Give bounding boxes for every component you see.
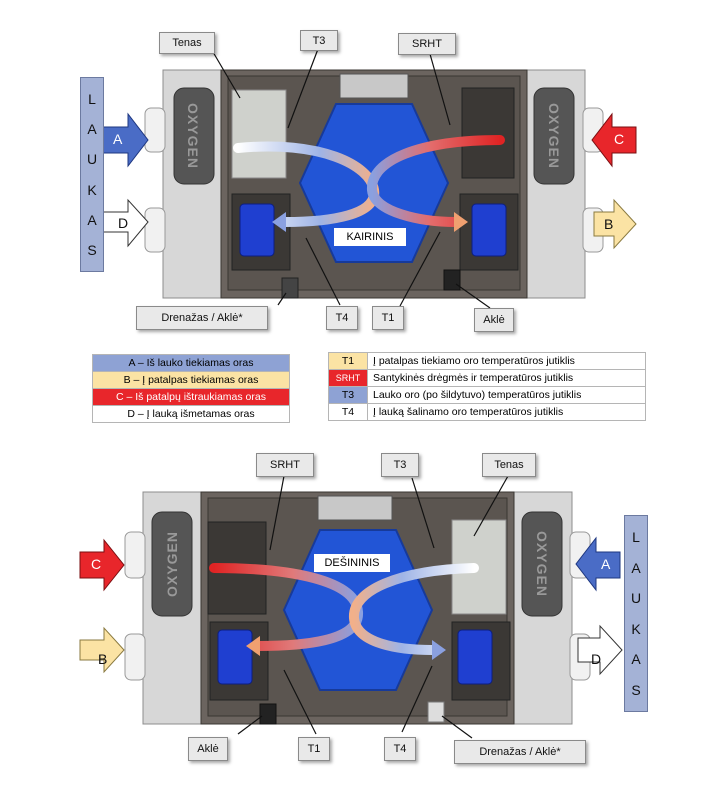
- legend-code-t1: T1: [328, 352, 368, 370]
- callout-akle: Aklė: [474, 308, 514, 332]
- legend-code-srht: SRHT: [328, 369, 368, 387]
- callout-drenazas: Drenažas / Aklė*: [454, 740, 586, 764]
- legend-air-b: B – Į patalpas tiekiamas oras: [92, 371, 290, 389]
- arrow-letter-a: A: [601, 556, 611, 572]
- arrow-letter-c: C: [614, 131, 625, 147]
- callout-t4: T4: [384, 737, 416, 761]
- callout-tenas: Tenas: [159, 32, 215, 54]
- brand-plate-right: [533, 87, 575, 185]
- callout-srht: SRHT: [256, 453, 314, 477]
- laukas-letter: A: [631, 651, 641, 668]
- arrow-b-top: [593, 198, 637, 250]
- callout-tenas: Tenas: [482, 453, 536, 477]
- laukas-label-bottom: L A U K A S: [624, 515, 648, 712]
- legend-text-t3: Lauko oro (po šildytuvo) temperatūros ju…: [367, 386, 646, 404]
- orientation-label: KAIRINIS: [334, 228, 406, 246]
- orientation-label: DEŠININIS: [314, 554, 390, 572]
- arrow-letter-b: B: [604, 216, 614, 232]
- top-unit-drawing: [101, 48, 637, 309]
- legend-text-srht: Santykinės drėgmės ir temperatūros jutik…: [367, 369, 646, 387]
- laukas-letter: U: [86, 151, 98, 168]
- callout-srht: SRHT: [398, 33, 456, 55]
- legend-text-t4: Į lauką šalinamo oro temperatūros jutikl…: [367, 403, 646, 421]
- brand-text: OXYGEN: [164, 531, 180, 597]
- arrow-c-top: [591, 112, 637, 168]
- legend-sensors: T1 Į patalpas tiekiamo oro temperatūros …: [328, 352, 646, 421]
- laukas-letter: K: [87, 181, 97, 198]
- arrow-letter-b: B: [98, 651, 108, 667]
- laukas-letter: A: [631, 559, 641, 576]
- laukas-letter: U: [630, 590, 642, 607]
- arrow-letter-d: D: [118, 215, 129, 231]
- callout-t1: T1: [372, 306, 404, 330]
- brand-text: OXYGEN: [534, 531, 550, 597]
- brand-logo-left: OXYGEN: [152, 512, 192, 616]
- laukas-letter: S: [87, 241, 97, 258]
- callout-t3: T3: [381, 453, 419, 477]
- laukas-letter: K: [631, 620, 641, 637]
- callout-drenazas: Drenažas / Aklė*: [136, 306, 268, 330]
- brand-text: OXYGEN: [185, 103, 201, 169]
- callout-t4: T4: [326, 306, 358, 330]
- legend-code-t4: T4: [328, 403, 368, 421]
- laukas-label-top: L A U K A S: [80, 77, 104, 272]
- laukas-letter: A: [87, 211, 97, 228]
- brand-logo-left: OXYGEN: [173, 88, 213, 184]
- legend-air-a: A – Iš lauko tiekiamas oras: [92, 354, 290, 372]
- arrow-letter-c: C: [91, 556, 102, 572]
- laukas-letter: S: [631, 681, 641, 698]
- laukas-letter: L: [88, 91, 96, 108]
- callout-akle: Aklė: [188, 737, 228, 761]
- laukas-letter: A: [87, 121, 97, 138]
- bottom-unit-drawing: [79, 475, 623, 739]
- callout-t1: T1: [298, 737, 330, 761]
- legend-code-t3: T3: [328, 386, 368, 404]
- brand-logo-right: OXYGEN: [522, 512, 562, 616]
- legend-air-c: C – Iš patalpų ištraukiamas oras: [92, 388, 290, 406]
- arrow-a-top: [101, 112, 149, 168]
- laukas-letter: L: [632, 529, 640, 546]
- brand-plate-left: [173, 87, 215, 185]
- arrow-letter-a: A: [113, 131, 123, 147]
- arrow-letter-d: D: [591, 651, 602, 667]
- brand-text: OXYGEN: [546, 103, 562, 169]
- brand-logo-right: OXYGEN: [534, 88, 574, 184]
- callout-t3: T3: [300, 30, 338, 51]
- legend-air-d: D – Į lauką išmetamas oras: [92, 405, 290, 423]
- legend-text-t1: Į patalpas tiekiamo oro temperatūros jut…: [367, 352, 646, 370]
- legend-air: A – Iš lauko tiekiamas oras B – Į patalp…: [92, 354, 290, 423]
